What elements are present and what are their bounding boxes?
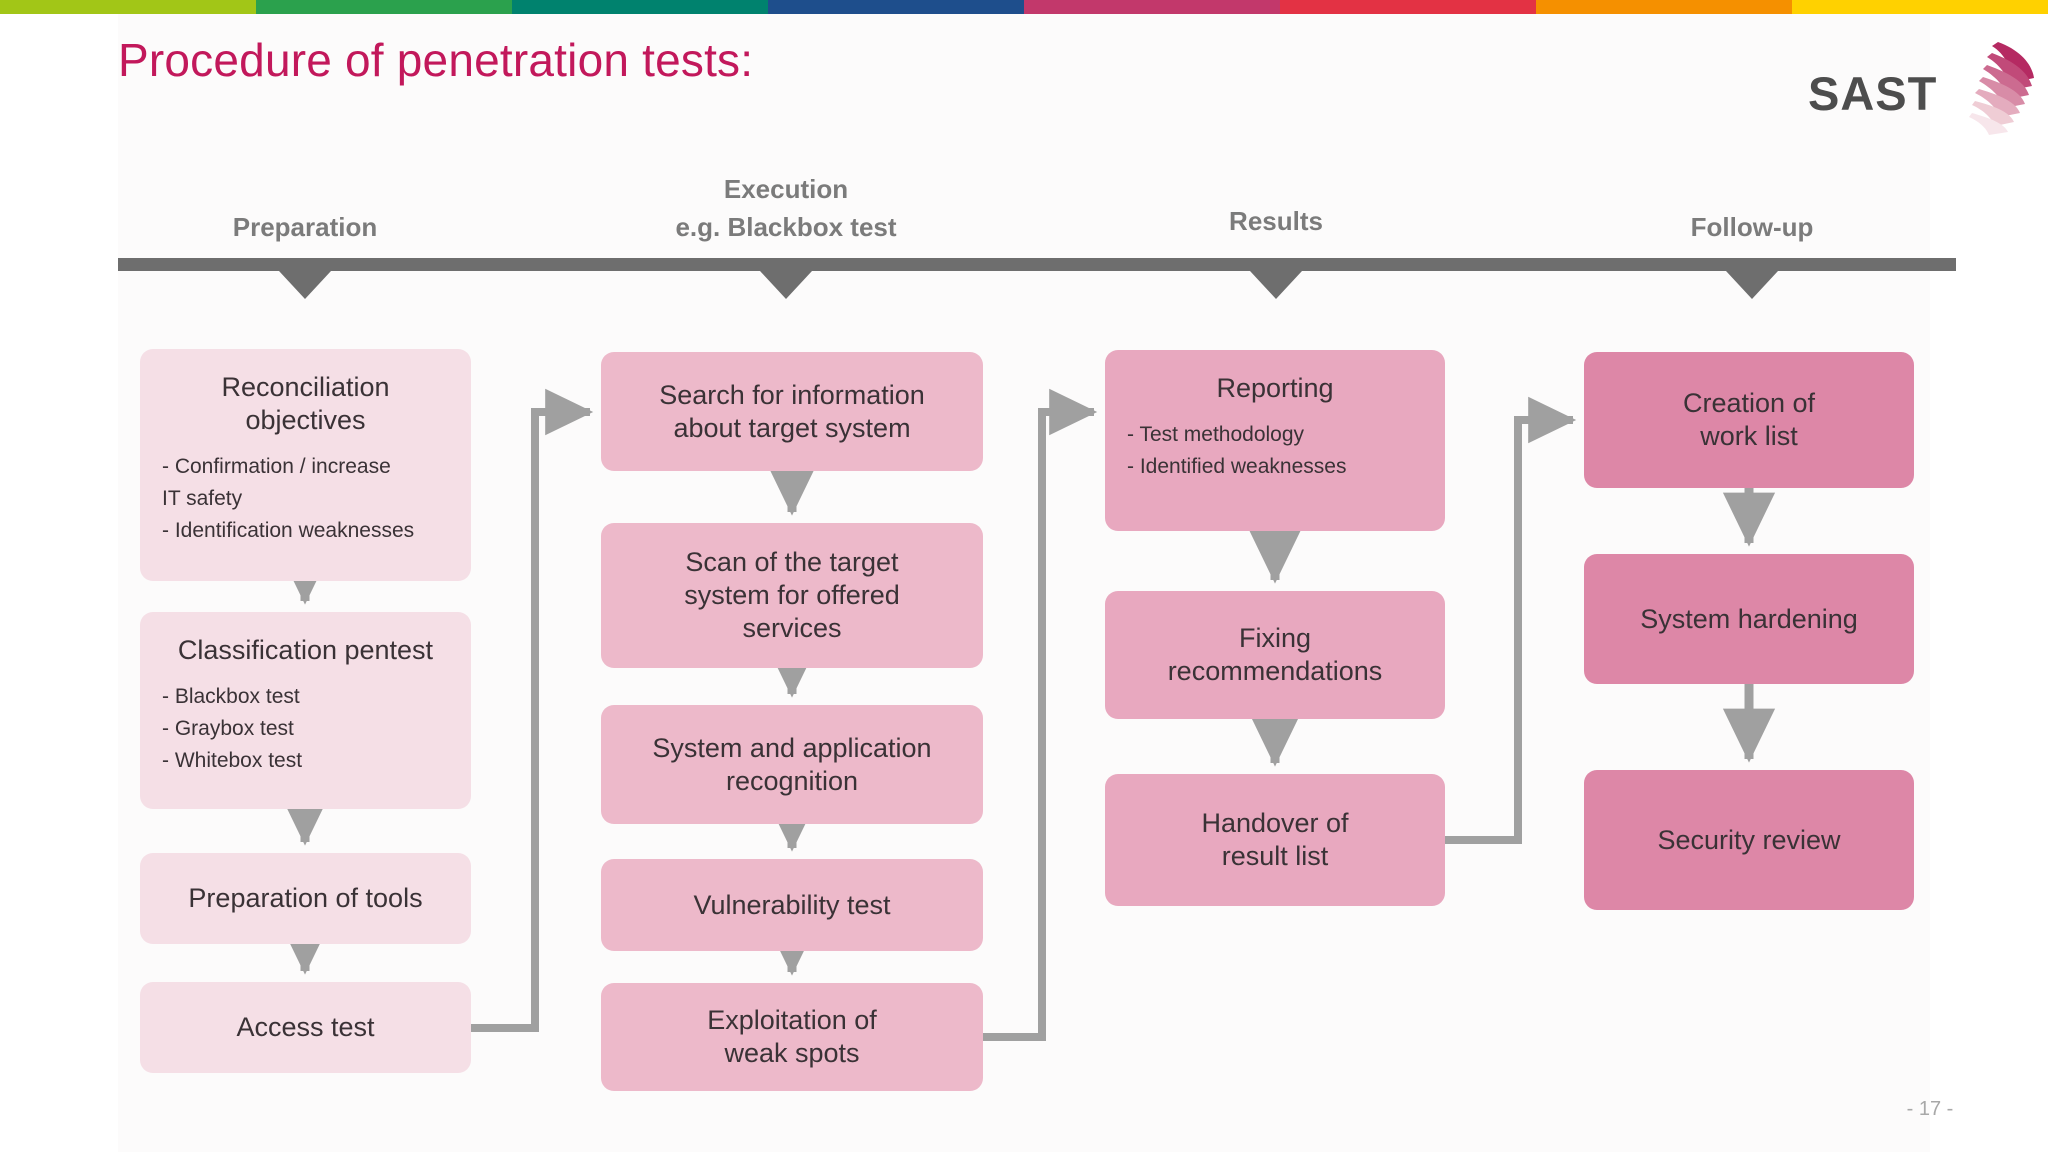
phase-label-execution: Execution e.g. Blackbox test [675,174,897,242]
flow-node-bullets: - Confirmation / increase IT safety - Id… [162,455,415,542]
flow-node-reporting[interactable]: Reporting - Test methodology - Identified… [1105,350,1445,531]
color-bar-segment-lime-green [0,0,256,14]
flow-node-fixing-recommendations[interactable]: Fixing recommendations [1105,591,1445,719]
color-bar-segment-yellow [1792,0,2048,14]
swoosh-stripe-5 [1975,89,2020,117]
flow-node-handover-of-result-list[interactable]: Handover of result list [1105,774,1445,906]
timeline-arrow-results [1250,271,1302,299]
color-bar-segment-magenta [1024,0,1280,14]
color-bar-segment-orange [1536,0,1792,14]
color-bar-segment-green [256,0,512,14]
swoosh-stripe-7 [1969,113,2008,135]
color-bar-segment-red [1280,0,1536,14]
flow-node-classification-pentest[interactable]: Classification pentest - Blackbox test - … [140,612,471,809]
flow-node-title: Reconciliation objectives [221,372,390,435]
timeline-arrow-preparation [279,271,331,299]
logo-wordmark: SAST [1808,67,1938,120]
flow-node-title: Preparation of tools [188,883,423,913]
flow-node-title: Exploitation of weak spots [707,1005,877,1068]
flow-node-system-and-application-recognition[interactable]: System and application recognition [601,705,983,824]
flow-node-vulnerability-test[interactable]: Vulnerability test [601,859,983,951]
swoosh-stripe-6 [1972,101,2014,126]
brand-color-bar [0,0,2048,14]
flow-node-title: Scan of the target system for offered se… [684,547,900,643]
flow-node-title: Access test [236,1012,375,1042]
flow-node-title: Reporting [1216,373,1334,403]
page-number: - 17 - [1906,1098,1954,1120]
phase-label-follow-up: Follow-up [1690,212,1814,242]
sast-swoosh-icon [1969,42,2034,135]
flow-node-reconciliation-objectives[interactable]: Reconciliation objectives - Confirmation … [140,349,471,581]
flow-node-preparation-of-tools[interactable]: Preparation of tools [140,853,471,944]
flow-node-access-test[interactable]: Access test [140,982,471,1073]
flow-node-security-review[interactable]: Security review [1584,770,1914,910]
timeline-bar [118,258,1956,271]
flow-node-title: Fixing recommendations [1167,623,1383,686]
flow-node-title: Security review [1657,824,1841,855]
swoosh-stripe-2 [1987,53,2032,90]
flow-node-system-hardening[interactable]: System hardening [1584,554,1914,684]
page-title: Procedure of penetration tests: [118,34,754,86]
flow-node-title: System and application recognition [652,732,932,796]
phase-label-results: Results [1229,206,1323,236]
flow-node-exploitation-of-weak-spots[interactable]: Exploitation of weak spots [601,983,983,1091]
flow-node-bullets: - Blackbox test - Graybox test - Whitebo… [162,685,303,772]
sast-logo: SAST [1800,40,2034,148]
phase-label-preparation: Preparation [232,212,378,242]
flow-node-title: System hardening [1640,603,1858,634]
flow-node-title: Vulnerability test [693,889,891,920]
flow-node-bullets: - Test methodology - Identified weakness… [1127,423,1347,478]
flow-node-search-for-information[interactable]: Search for information about target syst… [601,352,983,471]
color-bar-segment-blue [768,0,1024,14]
flow-node-scan-of-target-system[interactable]: Scan of the target system for offered se… [601,523,983,668]
flow-node-title: Handover of result list [1201,808,1349,871]
flow-node-title: Search for information about target syst… [659,379,925,443]
swoosh-stripe-3 [1983,65,2029,99]
color-bar-segment-teal [512,0,768,14]
timeline-arrow-execution [760,271,812,299]
flow-node-title: Creation of work list [1682,388,1816,451]
timeline-arrow-follow-up [1726,271,1778,299]
flow-node-creation-of-work-list[interactable]: Creation of work list [1584,352,1914,488]
flow-node-title: Classification pentest [177,635,434,665]
swoosh-stripe-4 [1979,77,2025,108]
